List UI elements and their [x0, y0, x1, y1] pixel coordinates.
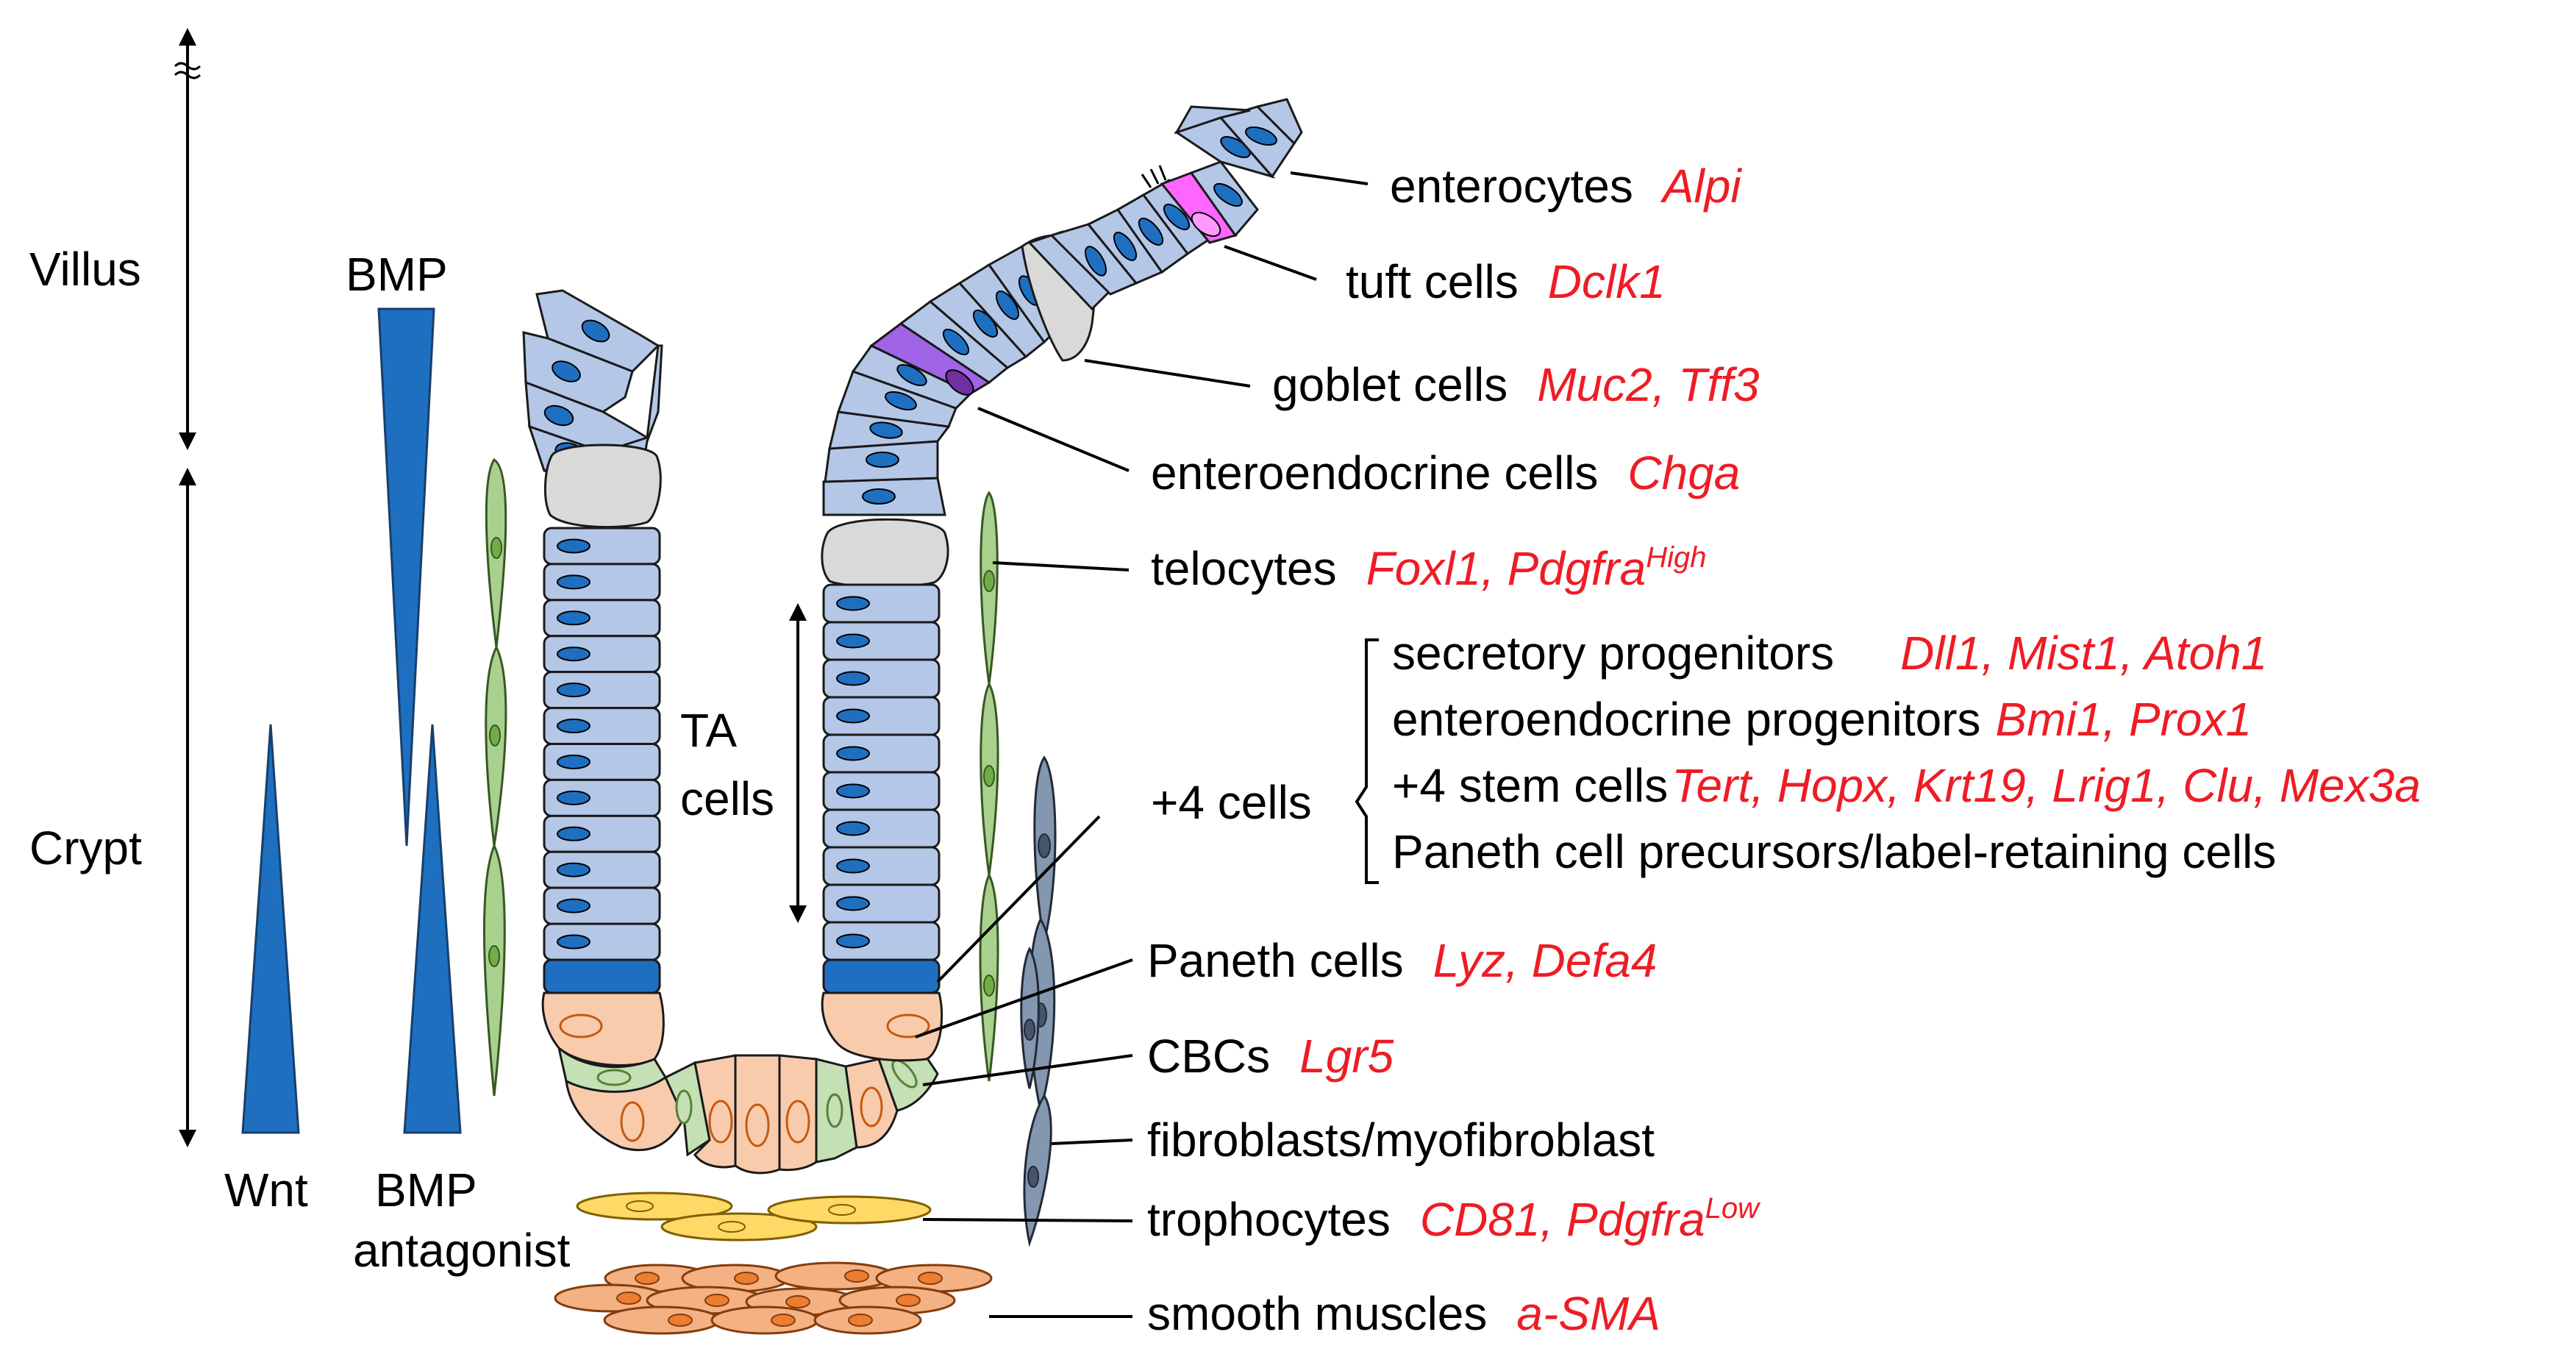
left-goblet-cell	[544, 443, 662, 529]
telocytes-right	[979, 491, 999, 1082]
nucleus	[836, 933, 870, 949]
nucleus	[557, 790, 591, 805]
ta-arrow	[789, 603, 807, 923]
nucleus	[836, 671, 870, 686]
bmp-antagonist-gradient	[403, 724, 462, 1134]
nucleus	[836, 821, 870, 836]
leader-lines	[915, 171, 1369, 1318]
right-plus4-cell	[822, 958, 941, 994]
nucleus	[557, 719, 591, 734]
nucleus	[836, 633, 870, 649]
plus4-bracket	[1355, 638, 1379, 884]
ta-label-1: TA	[680, 704, 737, 757]
nucleus	[557, 646, 591, 662]
nucleus	[836, 783, 870, 799]
left-crypt-column	[543, 443, 662, 994]
bmp-gradient	[377, 307, 435, 847]
nucleus	[557, 574, 591, 590]
nucleus	[557, 754, 591, 769]
right-goblet-cell	[821, 518, 949, 588]
nucleus	[836, 596, 870, 611]
nucleus	[836, 708, 870, 724]
nucleus	[836, 896, 870, 911]
nucleus	[557, 683, 591, 698]
label-plus4-stem-cells: +4 stem cellsTert, Hopx, Krt19, Lrig1, C…	[1392, 759, 2421, 812]
crypt-label: Crypt	[29, 822, 142, 874]
nucleus	[557, 610, 591, 626]
crypt-base	[541, 991, 943, 1175]
label-fibroblasts: fibroblasts/myofibroblast	[1147, 1114, 1655, 1166]
trophocytes	[576, 1191, 932, 1241]
nucleus	[557, 934, 591, 950]
right-villus-cells	[822, 98, 1303, 516]
right-crypt-column	[821, 518, 949, 994]
bmp-label: BMP	[346, 248, 448, 301]
nucleus	[557, 538, 591, 554]
villus-axis	[174, 28, 201, 450]
left-plus4-cell	[543, 958, 661, 994]
bmp-antagonist-label-1: BMP	[375, 1164, 477, 1216]
nucleus	[557, 898, 591, 913]
nucleus	[557, 862, 591, 877]
paneth-cell	[821, 991, 943, 1062]
wnt-label: Wnt	[224, 1164, 308, 1216]
fibroblasts	[1020, 755, 1057, 1247]
label-plus4-cells: +4 cells	[1151, 776, 1312, 829]
label-paneth-precursors: Paneth cell precursors/label-retaining c…	[1392, 825, 2276, 878]
bmp-antagonist-label-2: antagonist	[353, 1224, 571, 1277]
crypt-axis	[179, 468, 196, 1147]
nucleus	[557, 826, 591, 841]
ta-label-2: cells	[680, 772, 774, 825]
wnt-gradient	[241, 724, 300, 1134]
nucleus	[836, 746, 870, 761]
telocytes-left	[482, 457, 507, 1097]
paneth-cell	[541, 991, 665, 1066]
smooth-muscles	[554, 1261, 993, 1335]
villus-label: Villus	[29, 243, 141, 296]
nucleus	[836, 858, 870, 874]
